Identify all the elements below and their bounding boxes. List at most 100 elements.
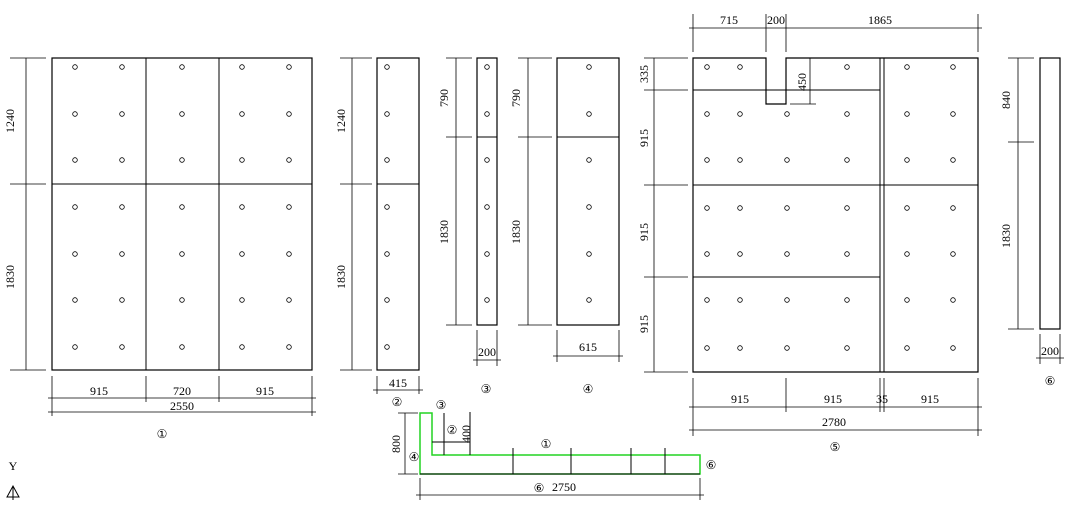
plan-bottom-label: ⑥	[534, 481, 545, 495]
bolt-hole	[737, 251, 743, 257]
panel-3-label: ③	[481, 382, 492, 396]
bolt-hole	[704, 64, 710, 70]
panel-1: 1240 1830 915 720 915 2550 ①	[3, 57, 316, 441]
bolt-hole	[286, 344, 292, 350]
bolt-hole	[844, 157, 850, 163]
bolt-hole	[950, 297, 956, 303]
bolt-hole	[72, 251, 78, 257]
bolt-hole	[586, 297, 592, 303]
panel-2-holes	[384, 64, 390, 350]
panel-1-height-bottom: 1830	[3, 265, 17, 289]
bolt-hole	[904, 251, 910, 257]
bolt-hole	[384, 204, 390, 210]
ucs-icon: Y	[6, 459, 20, 500]
bolt-hole	[737, 205, 743, 211]
bolt-hole	[586, 64, 592, 70]
bolt-hole	[239, 157, 245, 163]
panel-4-label: ④	[583, 382, 594, 396]
ucs-y-label: Y	[9, 459, 18, 473]
bolt-hole	[239, 297, 245, 303]
bolt-hole	[384, 297, 390, 303]
bolt-hole	[586, 111, 592, 117]
bolt-hole	[239, 111, 245, 117]
panel-3-outline	[476, 57, 498, 326]
plan-label-2: ②	[447, 423, 458, 437]
bolt-hole	[704, 251, 710, 257]
bolt-hole	[484, 111, 490, 117]
bolt-hole	[179, 344, 185, 350]
bolt-hole	[239, 204, 245, 210]
bolt-hole	[737, 297, 743, 303]
bolt-hole	[72, 111, 78, 117]
bolt-hole	[484, 297, 490, 303]
bolt-hole	[950, 205, 956, 211]
panel-5-outline	[692, 57, 979, 373]
bolt-hole	[784, 157, 790, 163]
bolt-hole	[179, 204, 185, 210]
bolt-hole	[484, 64, 490, 70]
bolt-hole	[904, 157, 910, 163]
bolt-hole	[384, 64, 390, 70]
bolt-hole	[286, 297, 292, 303]
bolt-hole	[72, 64, 78, 70]
bolt-hole	[179, 111, 185, 117]
plan-label-1: ①	[541, 437, 552, 451]
bolt-hole	[844, 251, 850, 257]
panel-6-height-top: 840	[999, 91, 1013, 109]
panel-1-width-a: 915	[90, 384, 108, 398]
bolt-hole	[844, 205, 850, 211]
bolt-hole	[904, 205, 910, 211]
panel-2-height-bottom: 1830	[334, 265, 348, 289]
bolt-hole	[904, 64, 910, 70]
panel-5-top-dim-b: 200	[767, 13, 785, 27]
panel-3-holes	[484, 64, 490, 303]
bolt-hole	[586, 157, 592, 163]
bolt-hole	[119, 297, 125, 303]
panel-1-width-c: 915	[256, 384, 274, 398]
panel-3-width: 200	[478, 345, 496, 359]
panel-1-label: ①	[157, 427, 168, 441]
bolt-hole	[704, 205, 710, 211]
bolt-hole	[239, 344, 245, 350]
bolt-hole	[586, 204, 592, 210]
bolt-hole	[844, 64, 850, 70]
plan-label-6: ⑥	[706, 458, 717, 472]
bolt-hole	[784, 345, 790, 351]
bolt-hole	[904, 345, 910, 351]
panel-6: 840 1830 200 ⑥	[999, 57, 1064, 388]
bolt-hole	[119, 111, 125, 117]
bolt-hole	[119, 64, 125, 70]
bolt-hole	[286, 157, 292, 163]
bolt-hole	[737, 345, 743, 351]
bolt-hole	[784, 111, 790, 117]
panel-2-width: 415	[389, 376, 407, 390]
panel-5-total-width: 2780	[822, 415, 846, 429]
bolt-hole	[737, 157, 743, 163]
plan-total-width: 2750	[552, 480, 576, 494]
panel-2-outline	[376, 57, 420, 371]
bolt-hole	[484, 157, 490, 163]
bolt-hole	[179, 157, 185, 163]
panel-2: 1240 1830 415 ②	[334, 57, 423, 409]
panel-3-height-top: 790	[437, 89, 451, 107]
bolt-hole	[384, 111, 390, 117]
panel-5-notch-depth: 450	[795, 73, 809, 91]
bolt-hole	[844, 345, 850, 351]
bolt-hole	[119, 204, 125, 210]
bolt-hole	[704, 157, 710, 163]
bolt-hole	[119, 344, 125, 350]
bolt-hole	[784, 297, 790, 303]
panel-6-height-bottom: 1830	[999, 224, 1013, 248]
panel-2-label: ②	[392, 395, 403, 409]
bolt-hole	[179, 251, 185, 257]
panel-4: 790 1830 615 ④	[509, 57, 623, 396]
panel-5-label: ⑤	[830, 440, 841, 454]
panel-4-width: 615	[579, 340, 597, 354]
panel-6-label: ⑥	[1045, 374, 1056, 388]
bolt-hole	[384, 251, 390, 257]
bolt-hole	[704, 111, 710, 117]
bolt-hole	[239, 251, 245, 257]
bolt-hole	[72, 157, 78, 163]
bolt-hole	[784, 251, 790, 257]
